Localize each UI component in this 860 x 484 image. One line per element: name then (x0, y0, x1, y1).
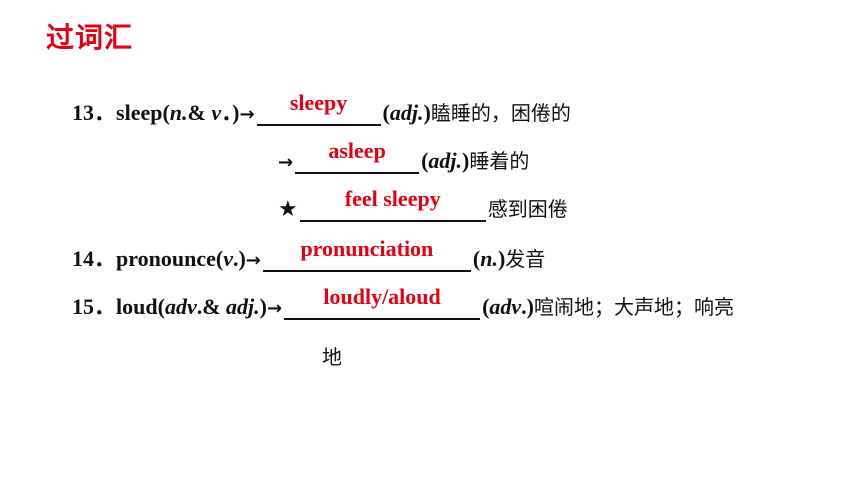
item-number: 15． (72, 294, 117, 319)
arrow-icon: → (266, 298, 283, 319)
answer-blank: sleepy (256, 90, 381, 126)
answer-blank: loudly/aloud (284, 284, 481, 320)
headword: sleep( (116, 100, 170, 125)
meaning-text: 感到困倦 (487, 197, 568, 221)
meaning-text: 睡着的 (469, 149, 530, 173)
vocab-item-15-wrap: 地 (322, 340, 342, 374)
vocab-item-13-phrase: ★ feel sleepy 感到困倦 (278, 186, 568, 226)
vocab-item-15: 15．loud(adv.& adj.)→loudly/aloud(adv.)喧闹… (72, 284, 734, 324)
arrow-icon: → (239, 104, 255, 125)
vocab-item-14: 14．pronounce(v.)→pronunciation(n.)发音 (72, 236, 546, 276)
answer-blank: asleep (295, 138, 420, 174)
item-number: 13． (72, 100, 117, 125)
answer-text: pronunciation (300, 236, 434, 261)
arrow-icon: → (245, 250, 261, 271)
arrow-icon: → (278, 152, 294, 173)
answer-blank: pronunciation (262, 236, 471, 272)
meaning-text: 瞌睡的，困倦的 (430, 101, 571, 125)
headword: pronounce( (116, 246, 224, 271)
page-title: 过词汇 (46, 21, 134, 54)
vocab-item-13: 13．sleep(n.& v．)→sleepy(adj.)瞌睡的，困倦的 (72, 90, 571, 130)
vocab-item-13-derived: →asleep(adj.)睡着的 (278, 138, 530, 178)
answer-text: sleepy (289, 90, 348, 115)
item-number: 14． (72, 246, 117, 271)
answer-blank: feel sleepy (299, 186, 486, 222)
answer-text: feel sleepy (344, 186, 441, 211)
answer-text: asleep (328, 138, 386, 163)
answer-text: loudly/aloud (323, 284, 441, 309)
headword: loud( (116, 294, 165, 319)
star-icon: ★ (278, 197, 298, 222)
meaning-text: 喧闹地；大声地；响亮 (534, 295, 734, 319)
meaning-text: 发音 (505, 247, 546, 271)
meaning-text-wrap: 地 (322, 345, 342, 369)
